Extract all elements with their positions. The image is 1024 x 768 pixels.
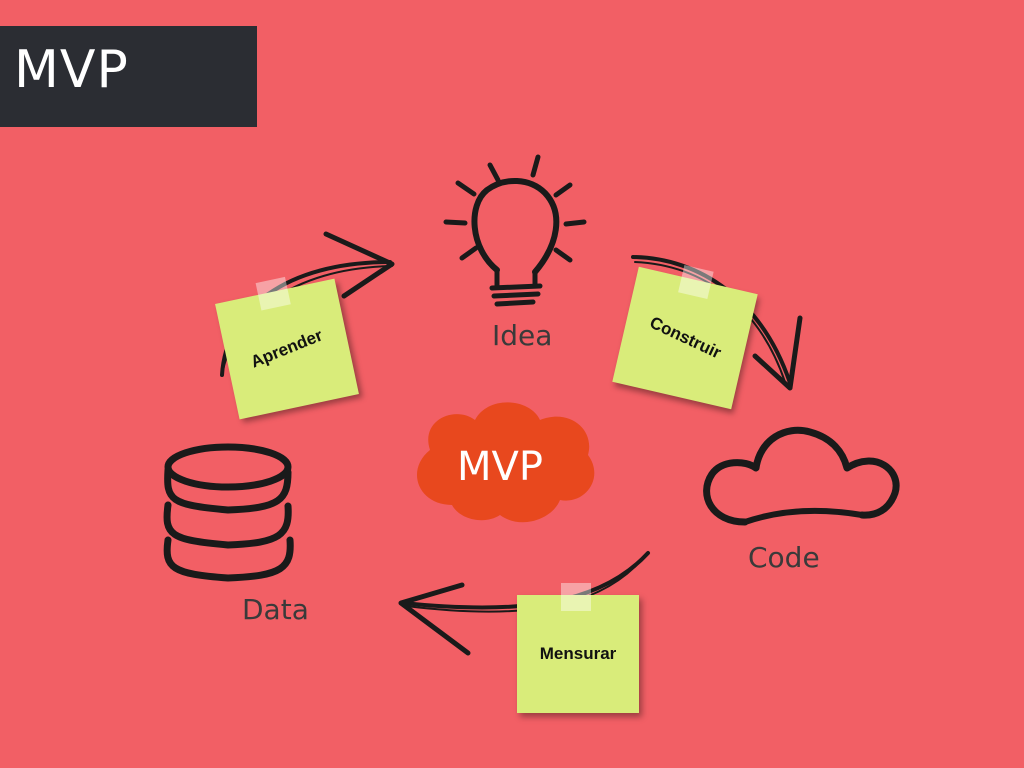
label-code: Code [748, 541, 820, 574]
cloud-icon [703, 426, 900, 526]
title-box: MVP [0, 26, 257, 127]
tape [678, 264, 714, 300]
center-cloud [416, 402, 595, 523]
note-mensurar-text: Mensurar [539, 644, 617, 663]
database-icon [163, 443, 294, 582]
note-construir-text: Construir [646, 312, 724, 363]
tape [255, 276, 291, 311]
slide-title: MVP [14, 40, 129, 100]
sticky-note-aprender: Aprender [215, 276, 359, 420]
center-label: MVP [457, 444, 543, 490]
tape [561, 583, 591, 611]
lightbulb-icon [443, 154, 587, 307]
sticky-note-mensurar: Mensurar [517, 583, 639, 713]
label-idea: Idea [492, 319, 553, 352]
note-aprender-text: Aprender [248, 325, 326, 372]
label-data: Data [242, 593, 309, 626]
